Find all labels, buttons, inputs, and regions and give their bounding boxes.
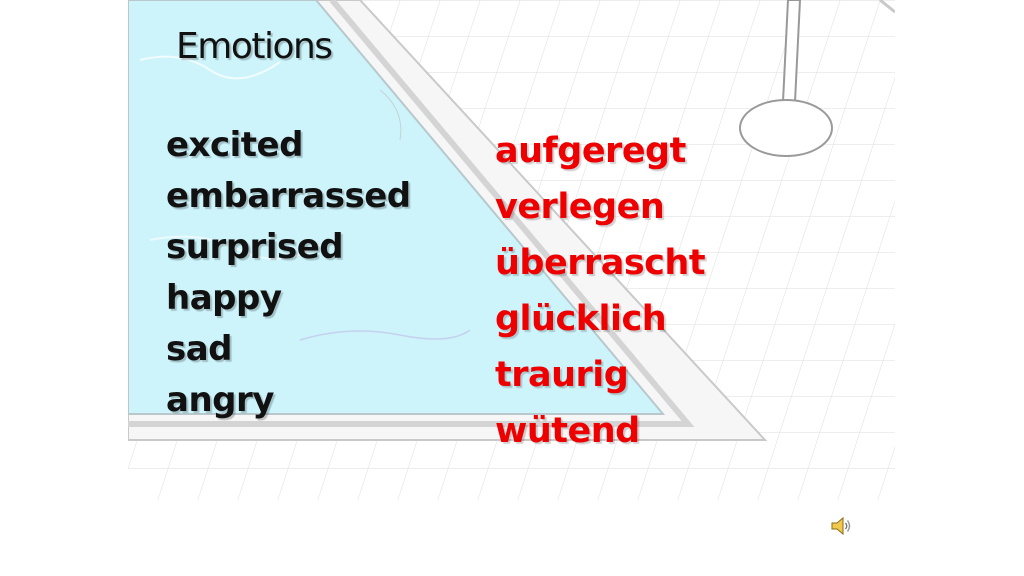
english-word: surprised (166, 227, 344, 267)
speaker-icon[interactable] (830, 515, 852, 537)
german-word-list: aufgeregt verlegen überrascht glücklich … (495, 123, 706, 459)
german-word: glücklich (495, 299, 667, 339)
english-word: sad (166, 329, 233, 369)
english-word: excited (166, 125, 303, 165)
german-word: verlegen (495, 187, 665, 227)
german-word: aufgeregt (495, 131, 686, 171)
german-word: traurig (495, 355, 629, 395)
slide-title: Emotions (176, 26, 333, 67)
german-word: überrascht (495, 243, 706, 283)
english-word: embarrassed (166, 176, 411, 216)
german-word: wütend (495, 411, 640, 451)
english-word: happy (166, 278, 282, 318)
english-word: angry (166, 380, 274, 420)
english-word-list: excited embarrassed surprised happy sad … (166, 120, 411, 426)
